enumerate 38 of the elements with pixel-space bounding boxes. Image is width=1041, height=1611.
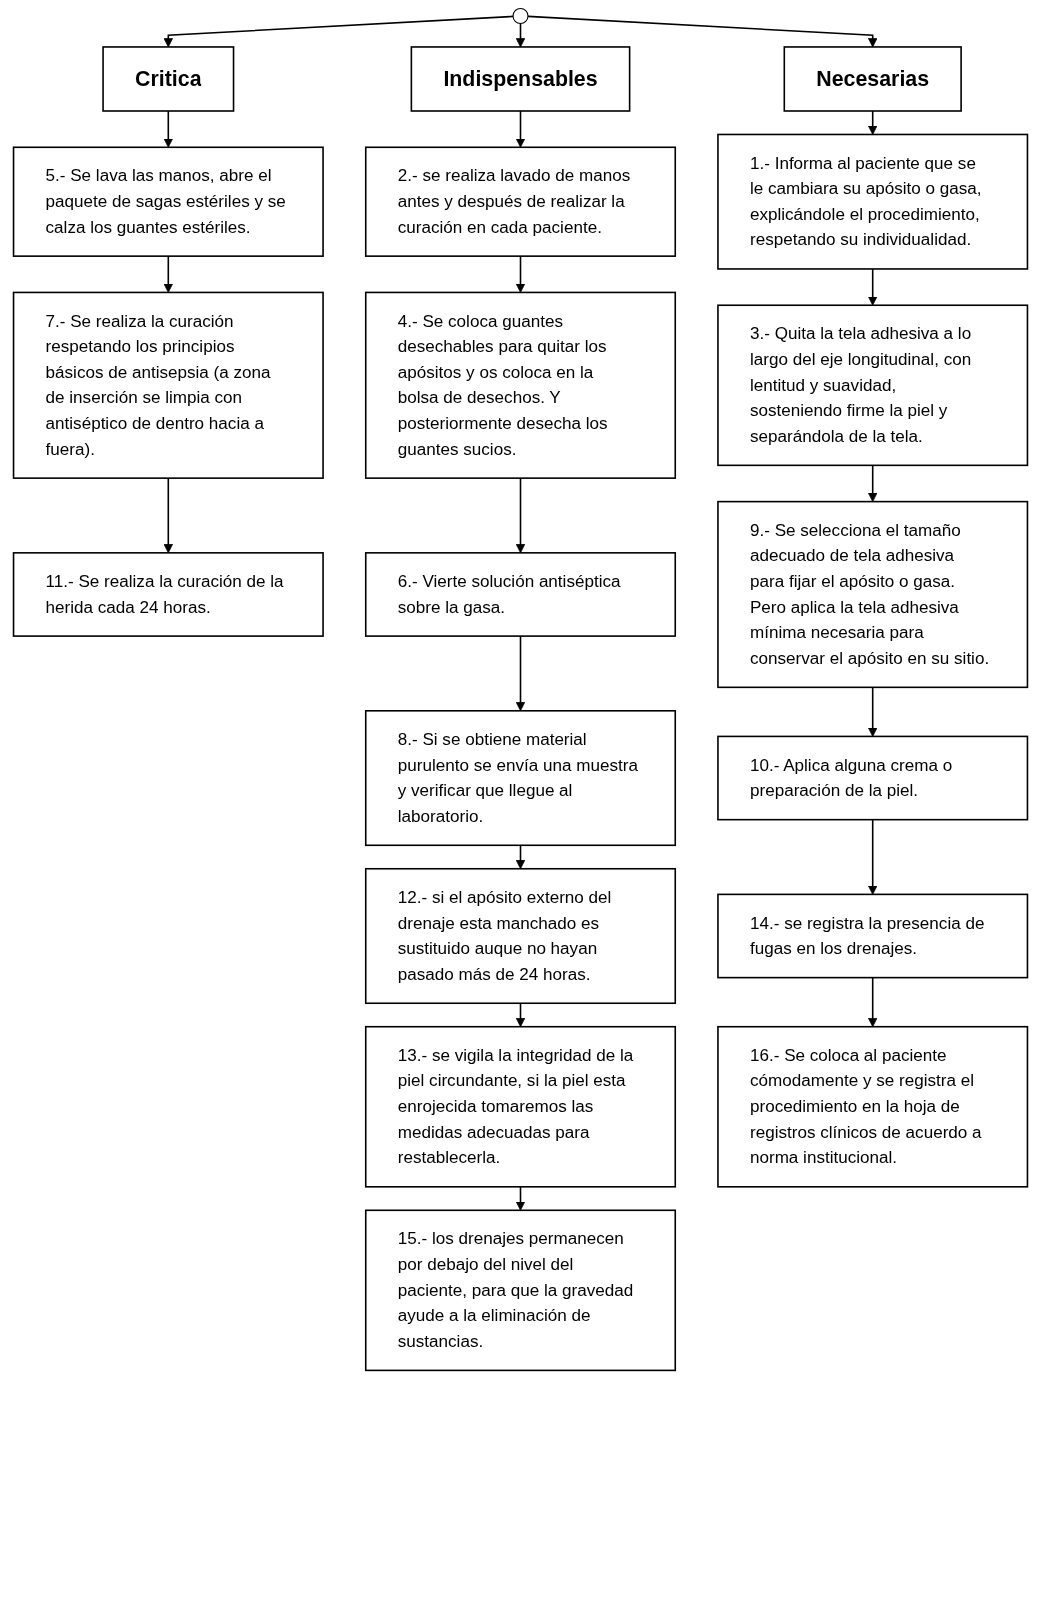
node-box: 16.- Se coloca al paciente cómodamente y se registra el procedimiento en la hoja de registros clínicos de acuerdo a norma institucional. [717, 1025, 1029, 1188]
arrow [515, 1186, 526, 1211]
arrow [868, 110, 878, 135]
node-box: Critica [102, 46, 235, 112]
node-box: 6.- Vierte solución antiséptica sobre la gasa. [364, 552, 677, 637]
node-box: 15.- los drenajes permanecen por debajo del nivel del paciente, para que la gravedad ayude a la eliminación de sustancias. [364, 1209, 677, 1372]
arrow [515, 477, 526, 554]
arrow [868, 686, 878, 737]
arrow [527, 15, 878, 48]
node-box: 12.- si el apósito externo del drenaje esta manchado es sustituido auque no hayan pasado más de 24 horas. [364, 867, 677, 1005]
node-box: 4.- Se coloca guantes desechables para quitar los apósitos y os coloca en la bolsa de desechos. Y posteriormente desecha los guantes sucios. [364, 291, 677, 479]
node-box: 10.- Aplica alguna crema o preparación de la piel. [717, 735, 1029, 821]
arrow [868, 976, 878, 1028]
arrow [515, 110, 526, 148]
node-box: 7.- Se realiza la curación respetando los principios básicos de antisepsia (a zona de inserción se limpia con antiséptico de dentro hacia a fuera). [12, 291, 324, 479]
arrow [515, 1002, 526, 1028]
arrow [515, 22, 526, 48]
node-box: 13.- se vigila la integridad de la piel circundante, si la piel esta enrojecida tomaremos las medidas adecuadas para restablecerla. [364, 1025, 677, 1188]
node-box: 3.- Quita la tela adhesiva a lo largo del eje longitudinal, con lentitud y suavidad, sosteniendo firme la piel y separándola de la tela. [717, 304, 1029, 467]
arrow [515, 844, 526, 870]
node-box: 9.- Se selecciona el tamaño adecuado de tela adhesiva para fijar el apósito o gasa. Pero aplica la tela adhesiva mínima necesaria para conservar el apósito en su sitio. [717, 500, 1029, 689]
arrow [868, 268, 878, 306]
arrow [868, 818, 878, 895]
arrow [868, 464, 878, 503]
node-box: 2.- se realiza lavado de manos antes y después de realizar la curación en cada paciente. [364, 146, 677, 257]
arrow [515, 635, 526, 712]
arrow [163, 110, 173, 148]
arrow [163, 255, 173, 293]
arrow [515, 255, 526, 293]
node-box: 8.- Si se obtiene material purulento se envía una muestra y verificar que llegue al laboratorio. [364, 710, 677, 847]
node-box: 14.- se registra la presencia de fugas en los drenajes. [717, 893, 1029, 979]
node-box: 5.- Se lava las manos, abre el paquete de sagas estériles y se calza los guantes estériles. [12, 146, 324, 257]
node-box: 1.- Informa al paciente que se le cambiara su apósito o gasa, explicándole el procedimiento, respetando su individualidad. [717, 133, 1029, 270]
node-box: Necesarias [783, 46, 962, 112]
arrow [163, 15, 514, 48]
node-box: Indispensables [410, 46, 631, 112]
arrow [163, 477, 173, 554]
node-box: 11.- Se realiza la curación de la herida cada 24 horas. [12, 552, 324, 637]
